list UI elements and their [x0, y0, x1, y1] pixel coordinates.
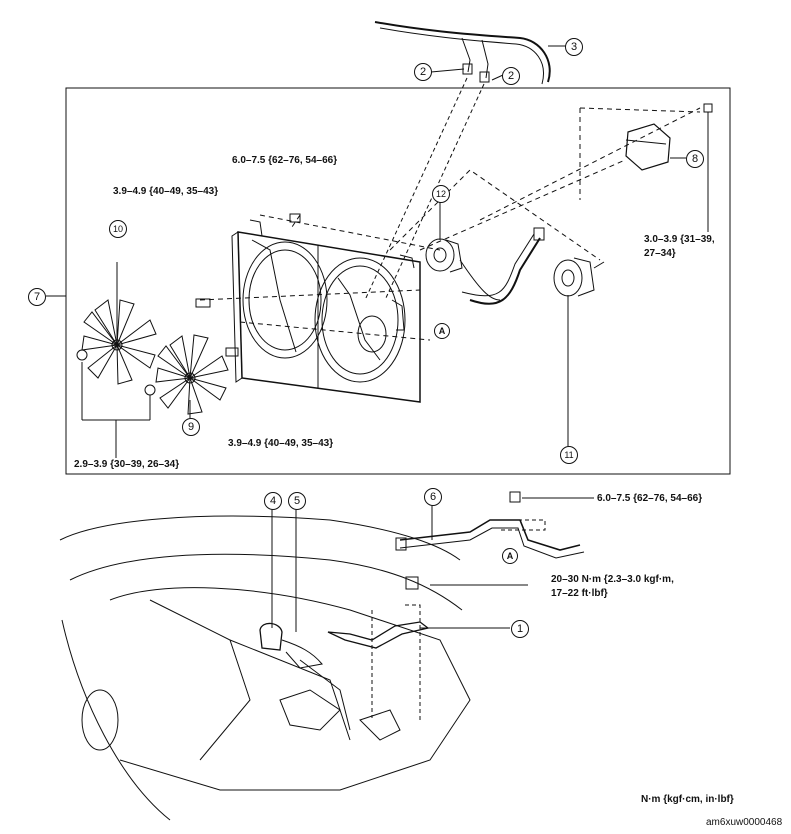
resistor: [625, 103, 713, 171]
callout-8: 8: [686, 150, 704, 168]
torque-label-bracket-line1: 20–30 N·m {2.3–3.0 kgf·m,: [551, 574, 674, 585]
bracket-1: [327, 604, 430, 720]
callout-5: 5: [288, 492, 306, 510]
callout-11: 11: [560, 446, 578, 464]
fan-shroud: [231, 219, 421, 403]
wiring-harness: [364, 21, 551, 301]
leader-lines: [46, 45, 709, 632]
reference-mark-a-lower: A: [502, 548, 518, 564]
callout-2b: 2: [502, 67, 520, 85]
pipe-bracket-6: [395, 519, 585, 559]
fasteners: [76, 213, 521, 590]
callout-3: 3: [565, 38, 583, 56]
callout-2a: 2: [414, 63, 432, 81]
fan-motor-12: [425, 238, 501, 301]
callout-12: 12: [432, 185, 450, 203]
torque-label-shroud-bolt: 3.9–4.9 {40–49, 35–43}: [113, 186, 219, 197]
vehicle-front-end: [59, 515, 471, 821]
cooler-pipe: [461, 227, 545, 305]
callout-9: 9: [182, 418, 200, 436]
callout-7: 7: [28, 288, 46, 306]
figure-code: am6xuw0000468: [706, 817, 783, 828]
reference-mark-a-upper: A: [434, 323, 450, 339]
torque-label-shroud-bracket: 6.0–7.5 {62–76, 54–66}: [232, 155, 338, 166]
fan-blade-9: [155, 334, 229, 415]
torque-label-fan-nut: 2.9–3.9 {30–39, 26–34}: [74, 459, 180, 470]
exploded-guides: [199, 107, 701, 341]
torque-label-motor-bolt: 3.9–4.9 {40–49, 35–43}: [228, 438, 334, 449]
torque-label-resistor-line2: 27–34}: [644, 248, 676, 259]
torque-label-resistor-line1: 3.0–3.9 {31–39,: [644, 234, 715, 245]
assembly-frame: [65, 87, 731, 475]
callout-10: 10: [109, 220, 127, 238]
fan-blade-10: [81, 299, 157, 385]
callout-4: 4: [264, 492, 282, 510]
torque-label-pipe-bolt: 6.0–7.5 {62–76, 54–66}: [597, 493, 703, 504]
units-note: N·m {kgf·cm, in·lbf}: [641, 794, 734, 805]
fan-motor-11: [553, 257, 605, 297]
callout-1: 1: [511, 620, 529, 638]
callout-6: 6: [424, 488, 442, 506]
torque-label-bracket-line2: 17–22 ft·lbf}: [551, 588, 608, 599]
